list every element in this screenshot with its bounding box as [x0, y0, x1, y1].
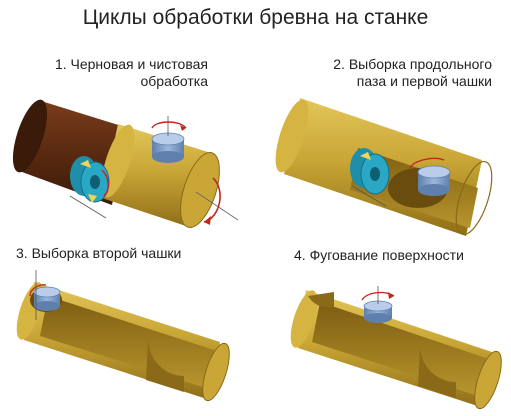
- step-3-caption: 3. Выборка второй чашки: [16, 245, 181, 262]
- notch-cutter-icon: [409, 157, 451, 196]
- second-notch-cutter-icon: [29, 270, 61, 320]
- axis-line: [195, 191, 239, 221]
- first-notch: [308, 292, 334, 308]
- step-2-line-1: 2. Выборка продольного: [333, 56, 492, 72]
- step-4-line-1: 4. Фугование поверхности: [294, 247, 464, 263]
- step-4-caption: 4. Фугование поверхности: [294, 247, 464, 264]
- step-3-line-1: 3. Выборка второй чашки: [16, 245, 182, 261]
- top-cutter-icon: [151, 116, 187, 163]
- second-notch: [418, 348, 456, 398]
- panel-4-surface-jointing: [290, 286, 502, 410]
- rotation-arrow-icon: [203, 177, 221, 225]
- panel-2-groove-and-first-notch: [275, 98, 493, 236]
- diagram-title: Циклы обработки бревна на станке: [82, 6, 429, 29]
- panel-1-rough-and-finish: [12, 99, 239, 228]
- step-2-line-2: паза и первой чашки: [356, 73, 492, 89]
- step-1-line-1: 1. Черновая и чистовая: [54, 56, 208, 72]
- jointing-cutter-icon: [361, 286, 395, 323]
- second-notch: [146, 340, 184, 392]
- step-1-line-2: обработка: [140, 73, 208, 89]
- step-1-caption: 1. Черновая и чистовая обработка: [18, 56, 208, 90]
- groove-cut: [40, 296, 214, 388]
- side-cutter-icon: [69, 156, 110, 219]
- groove-cutter-icon: [350, 148, 390, 207]
- groove-cut: [312, 302, 486, 396]
- panel-3-second-notch: [16, 270, 230, 402]
- step-2-caption: 2. Выборка продольного паза и первой чаш…: [282, 56, 492, 90]
